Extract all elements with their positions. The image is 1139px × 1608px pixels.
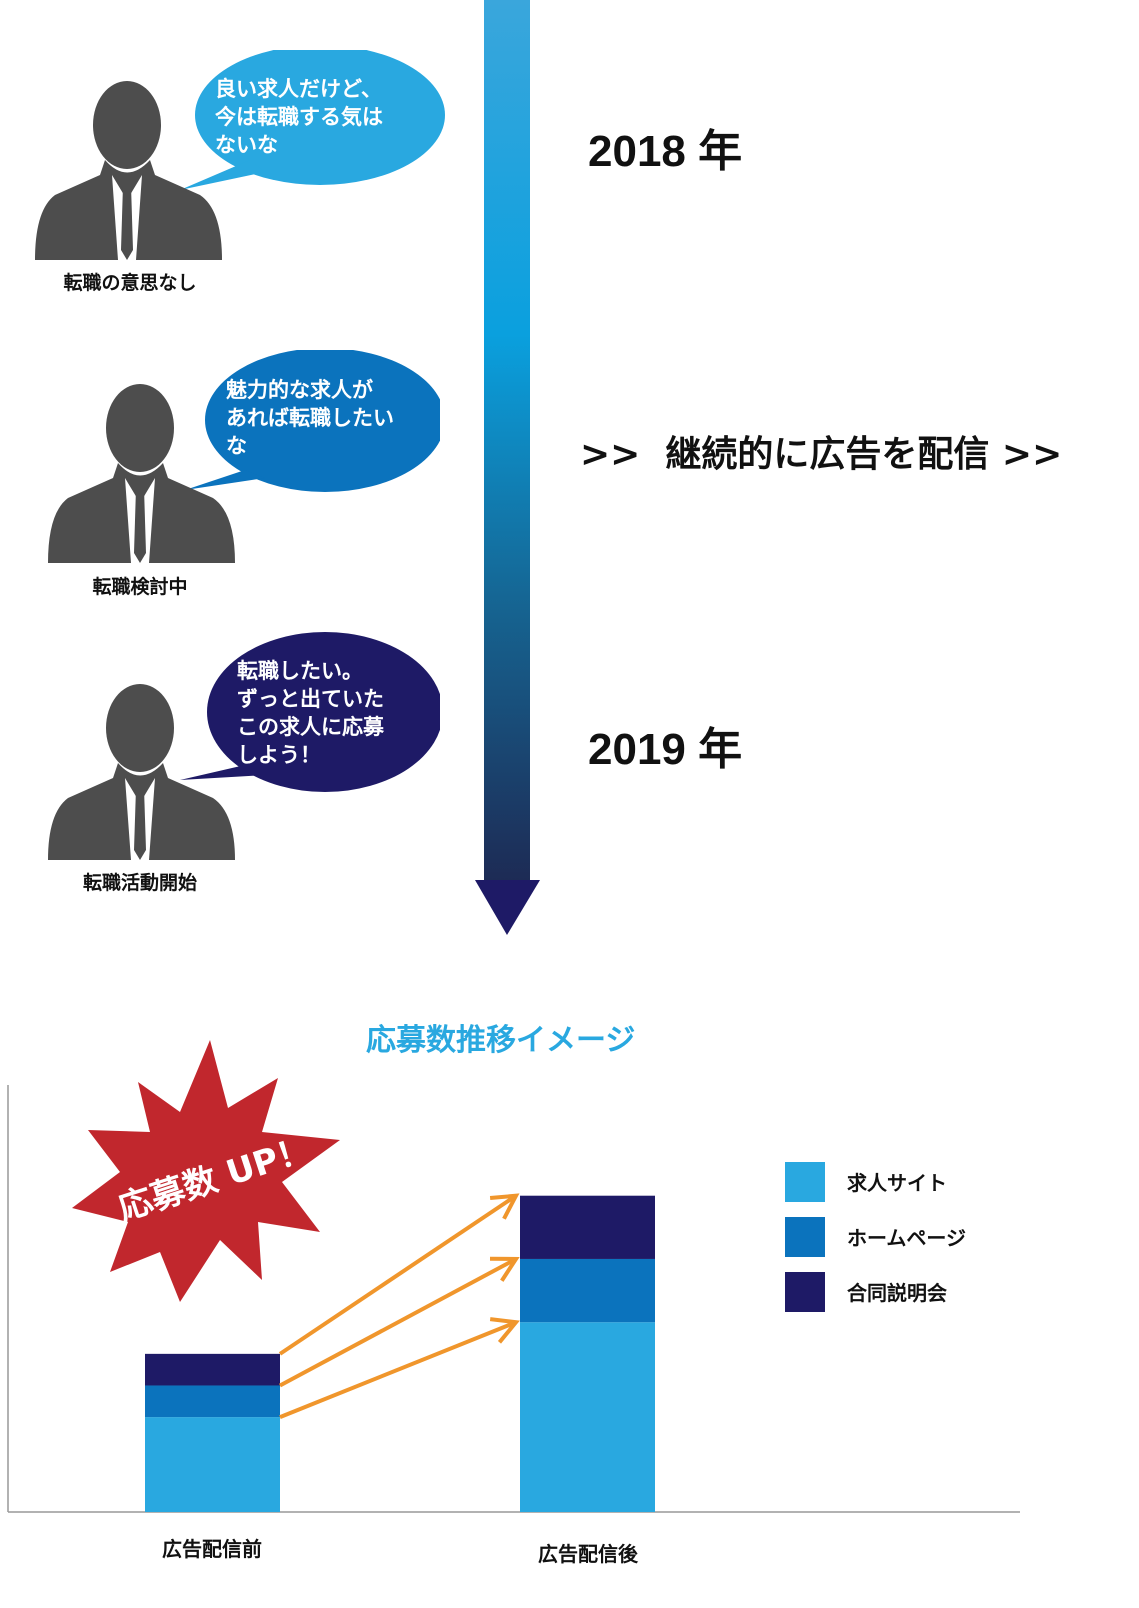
bar-segment-2-1 bbox=[520, 1322, 655, 1512]
person-silhouette-icon bbox=[48, 350, 440, 563]
legend-label-3: 合同説明会 bbox=[847, 1281, 947, 1305]
burst-badge: 応募数 UP！ bbox=[72, 1040, 340, 1302]
bar-segment-1-3 bbox=[145, 1353, 280, 1386]
speech-bubble-3: 転職したい。 ずっと出ていた この求人に応募 しよう！ bbox=[237, 659, 384, 767]
persona-caption-1: 転職の意思なし bbox=[63, 272, 197, 294]
timeline-arrow bbox=[475, 0, 540, 935]
persona-caption-3: 転職活動開始 bbox=[82, 872, 197, 894]
growth-arrowhead-1 bbox=[489, 1317, 520, 1344]
growth-arrowhead-3 bbox=[489, 1193, 520, 1220]
year-start: 2018 年 bbox=[588, 127, 743, 176]
growth-arrow-3 bbox=[278, 1194, 518, 1356]
speech-bubble-2: 魅力的な求人が あれば転職したい な bbox=[226, 378, 394, 458]
bar-segment-2-2 bbox=[520, 1258, 655, 1323]
legend-swatch-1 bbox=[785, 1162, 825, 1202]
continuous-ad-text: >> 継続的に広告を配信 >> bbox=[580, 434, 1063, 475]
legend-label-2: ホームページ bbox=[847, 1226, 966, 1250]
growth-arrow-1 bbox=[279, 1320, 517, 1419]
growth-arrowhead-2 bbox=[489, 1256, 520, 1282]
speech-bubble-1: 良い求人だけど、 今は転職する気は ないな bbox=[215, 77, 383, 157]
persona-caption-2: 転職検討中 bbox=[92, 576, 188, 598]
year-end: 2019 年 bbox=[588, 725, 743, 774]
legend-label-1: 求人サイト bbox=[847, 1171, 947, 1195]
bar-segment-1-1 bbox=[145, 1417, 280, 1512]
bar-segment-2-3 bbox=[520, 1195, 655, 1259]
growth-arrow-2 bbox=[279, 1257, 517, 1388]
bar-segment-1-2 bbox=[145, 1385, 280, 1418]
legend-swatch-2 bbox=[785, 1217, 825, 1257]
chart-title: 応募数推移イメージ bbox=[366, 1023, 636, 1058]
category-label-after: 広告配信後 bbox=[538, 1542, 638, 1566]
category-label-before: 広告配信前 bbox=[162, 1537, 262, 1561]
person-silhouette-icon bbox=[48, 632, 440, 860]
person-silhouette-icon bbox=[35, 50, 445, 260]
legend-swatch-3 bbox=[785, 1272, 825, 1312]
